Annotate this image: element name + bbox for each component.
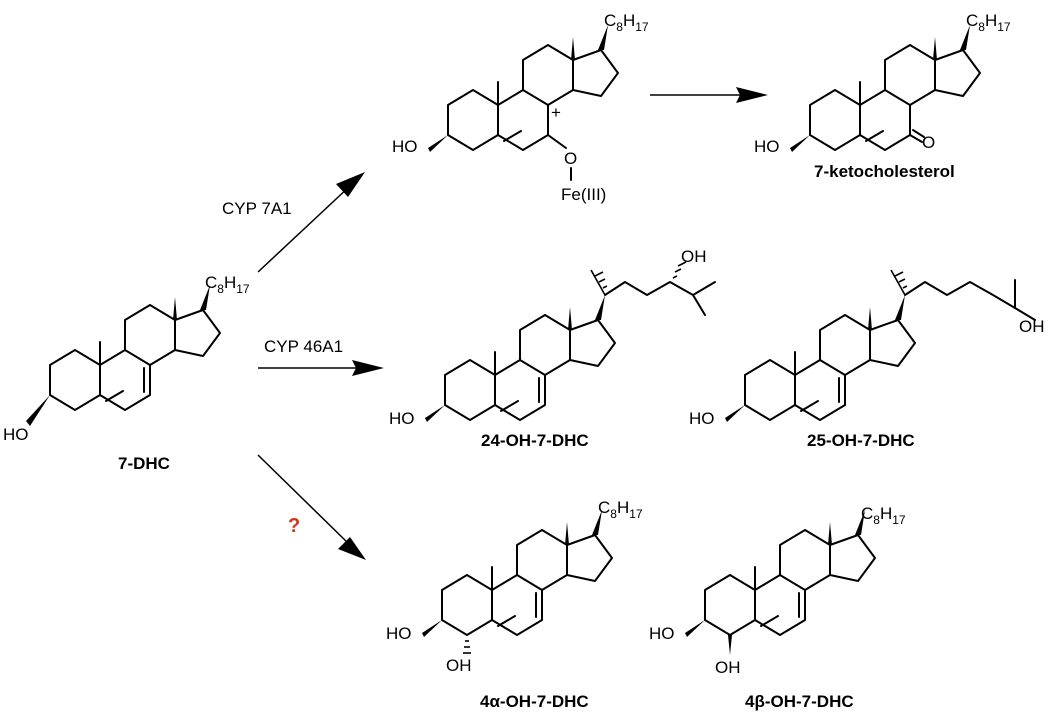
- o-label: O: [564, 149, 577, 168]
- molecule-4b-oh-7-dhc: OH HO C8H17: [649, 504, 906, 677]
- arrow-unknown: [257, 454, 366, 560]
- ho-label: HO: [689, 409, 715, 428]
- ketone-o-label: O: [922, 133, 935, 152]
- molecule-24-oh-7-dhc: OH HO: [389, 247, 716, 428]
- c8h17-label: C8H17: [205, 273, 250, 296]
- enzyme-cyp46a1: CYP 46A1: [264, 337, 343, 356]
- molecule-7-ketocholesterol: O HO C8H17: [754, 11, 1011, 156]
- caption-7-dhc: 7-DHC: [118, 454, 170, 473]
- caption-25-oh-7-dhc: 25-OH-7-DHC: [807, 431, 915, 450]
- c8h17-label: C8H17: [966, 11, 1011, 34]
- arrow-cyp46a1: [258, 360, 384, 376]
- arrow-cyp7a1: [257, 172, 365, 273]
- molecule-25-oh-7-dhc: OH HO: [689, 269, 1045, 428]
- c8h17-label: C8H17: [604, 11, 649, 34]
- plus-charge: +: [551, 103, 561, 122]
- ho-label: HO: [386, 624, 412, 643]
- enzyme-cyp7a1: CYP 7A1: [222, 199, 292, 218]
- caption-24-oh-7-dhc: 24-OH-7-DHC: [481, 431, 589, 450]
- caption-4a-oh-7-dhc: 4α-OH-7-DHC: [480, 692, 589, 711]
- caption-7-ketocholesterol: 7-ketocholesterol: [814, 162, 955, 181]
- molecule-fe-intermediate: + O Fe(III) HO C8H17: [392, 11, 649, 204]
- c8h17-label: C8H17: [598, 498, 643, 521]
- molecule-7-dhc: HO C8H17: [3, 273, 250, 444]
- ho-label: HO: [392, 137, 418, 156]
- oh-label: OH: [446, 656, 472, 675]
- oh-label: OH: [681, 247, 707, 266]
- ho-label: HO: [649, 624, 675, 643]
- caption-4b-oh-7-dhc: 4β-OH-7-DHC: [745, 692, 854, 711]
- ho-label: HO: [389, 409, 415, 428]
- fe-label: Fe(III): [561, 185, 606, 204]
- oh-label: OH: [715, 658, 741, 677]
- ho-label: HO: [3, 425, 29, 444]
- oh-label: OH: [1019, 317, 1045, 336]
- unknown-enzyme-question: ?: [288, 515, 300, 537]
- molecule-4a-oh-7-dhc: OH HO C8H17: [386, 498, 643, 675]
- arrow-to-ketone: [650, 87, 768, 103]
- ho-label: HO: [754, 137, 780, 156]
- c8h17-label: C8H17: [861, 504, 906, 527]
